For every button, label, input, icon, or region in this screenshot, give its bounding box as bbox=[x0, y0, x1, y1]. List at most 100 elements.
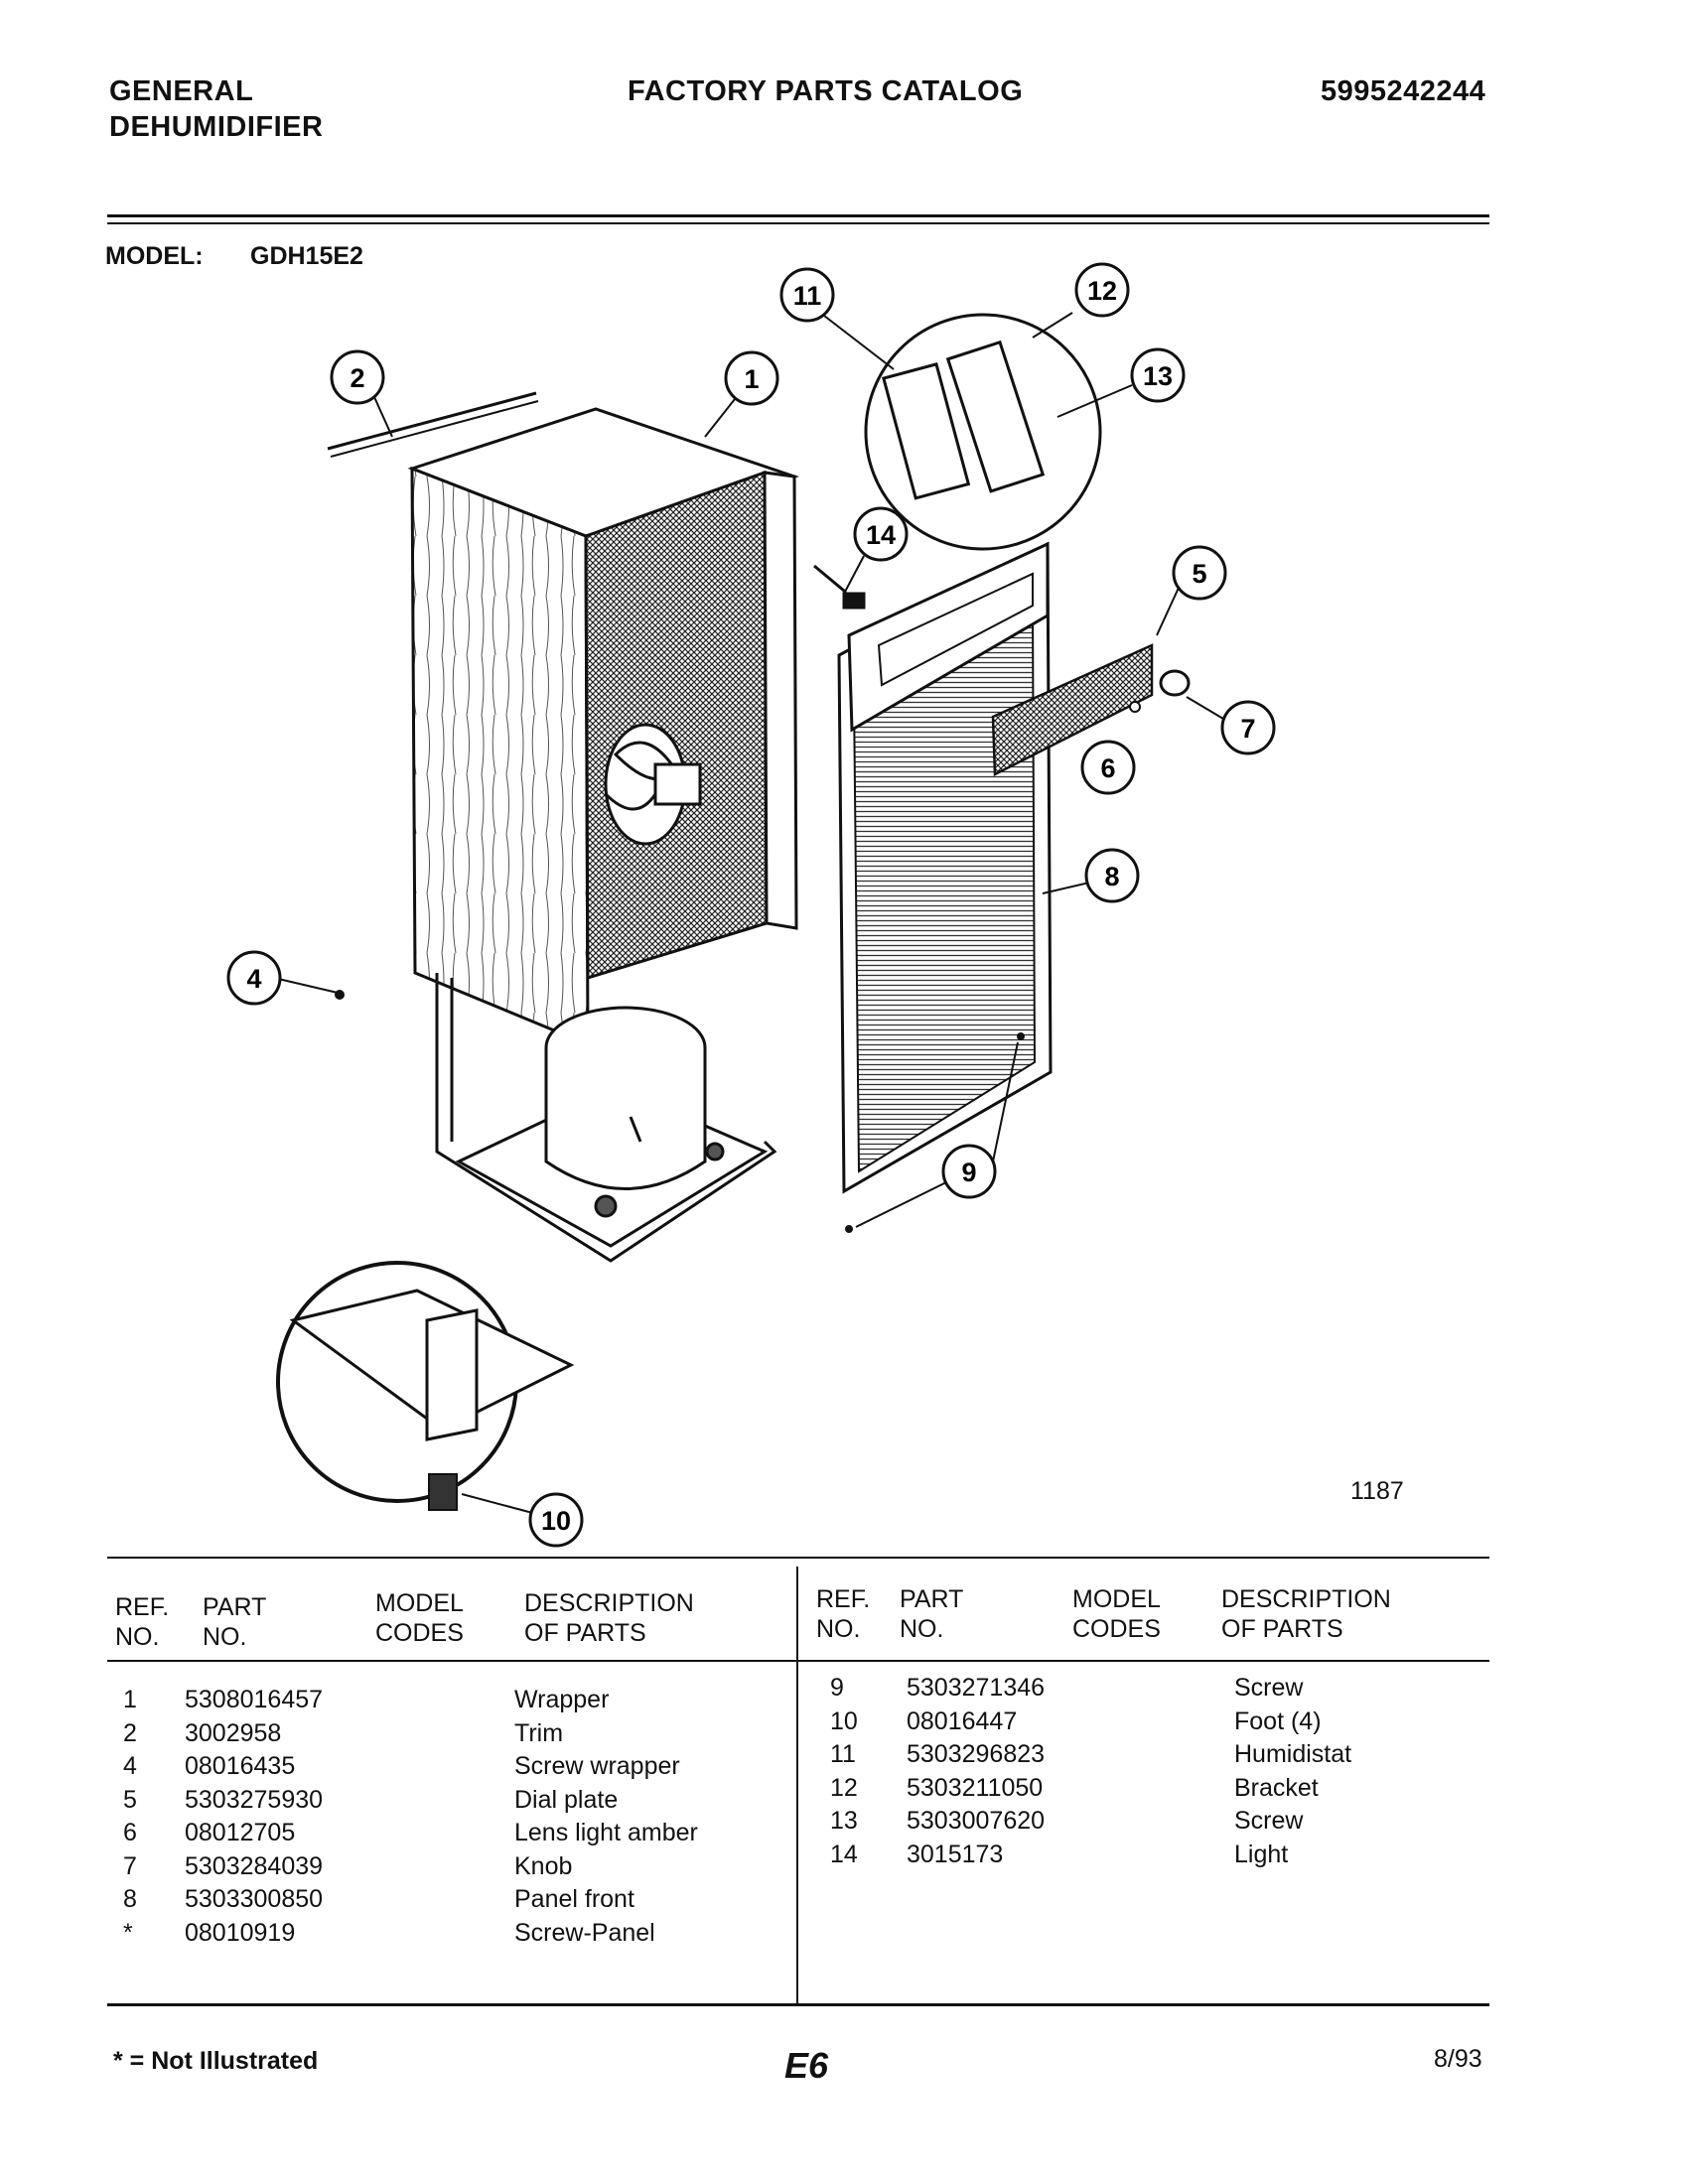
left-desc-1: Wrapper bbox=[514, 1686, 610, 1713]
left-desc-6: Knob bbox=[514, 1851, 573, 1880]
right-desc-5: Screw bbox=[1234, 1807, 1304, 1835]
callout-12: 12 bbox=[1074, 262, 1130, 318]
right-desc-2: Foot (4) bbox=[1234, 1706, 1322, 1735]
model-label: MODEL: bbox=[105, 242, 204, 270]
page-code: E6 bbox=[784, 2045, 829, 2086]
right-ref-1: 9 bbox=[830, 1674, 844, 1702]
callout-4-label: 4 bbox=[246, 964, 261, 994]
foot-detail bbox=[276, 1261, 575, 1511]
callout-11-label: 11 bbox=[793, 281, 822, 311]
callout-14: 14 bbox=[853, 506, 909, 562]
right-desc-4: Bracket bbox=[1234, 1773, 1319, 1802]
lens-light-part bbox=[1129, 701, 1141, 713]
left-ref-1: 1 bbox=[123, 1686, 137, 1713]
right-ref-2: 10 bbox=[830, 1706, 858, 1735]
right-part-1: 5303271346 bbox=[907, 1674, 1046, 1702]
catalog-title: FACTORY PARTS CATALOG bbox=[628, 75, 1024, 107]
left-desc-7: Panel front bbox=[514, 1885, 634, 1913]
left-desc-2: Trim bbox=[514, 1718, 564, 1747]
left-part-2: 3002958 bbox=[185, 1718, 282, 1747]
callout-1: 1 bbox=[724, 350, 779, 406]
right-part-5: 5303007620 bbox=[907, 1807, 1046, 1835]
callout-2: 2 bbox=[330, 349, 385, 405]
left-ref-8: * bbox=[123, 1918, 133, 1947]
callout-9-label: 9 bbox=[961, 1158, 976, 1187]
callout-10: 10 bbox=[528, 1492, 584, 1548]
trim-part bbox=[327, 391, 539, 458]
left-desc-8: Screw-Panel bbox=[514, 1918, 655, 1947]
callout-9: 9 bbox=[941, 1144, 997, 1199]
left-ref-3: 4 bbox=[123, 1752, 137, 1780]
callout-1-label: 1 bbox=[744, 364, 759, 394]
left-ref-2: 2 bbox=[123, 1718, 137, 1747]
left-ref-7: 8 bbox=[123, 1885, 137, 1913]
table-rule-top bbox=[107, 1557, 1489, 1559]
left-part-5: 08012705 bbox=[185, 1819, 296, 1846]
left-part-8: 08010919 bbox=[185, 1918, 296, 1947]
left-ref-4: 5 bbox=[123, 1785, 137, 1814]
right-part-6: 3015173 bbox=[907, 1840, 1004, 1868]
callout-13-label: 13 bbox=[1143, 361, 1173, 391]
callout-5: 5 bbox=[1172, 545, 1227, 601]
right-desc-6: Light bbox=[1234, 1840, 1289, 1868]
exploded-parts-diagram: 1 2 4 5 6 7 8 9 10 11 12 13 14 bbox=[226, 262, 1276, 1548]
left-desc-5: Lens light amber bbox=[514, 1819, 698, 1846]
header-rule-top bbox=[107, 214, 1489, 217]
callout-11: 11 bbox=[779, 267, 835, 323]
header-rule-bottom bbox=[107, 222, 1489, 224]
light-part bbox=[813, 564, 866, 610]
callout-7-label: 7 bbox=[1240, 714, 1255, 744]
callout-10-label: 10 bbox=[541, 1506, 571, 1536]
left-ref-6: 7 bbox=[123, 1851, 137, 1880]
left-desc-3: Screw wrapper bbox=[514, 1752, 680, 1780]
figure-number: 1187 bbox=[1350, 1477, 1404, 1505]
callout-6: 6 bbox=[1080, 740, 1136, 795]
left-part-4: 5303275930 bbox=[185, 1785, 324, 1814]
callout-4: 4 bbox=[226, 950, 282, 1006]
right-part-3: 5303296823 bbox=[907, 1740, 1046, 1768]
callout-8: 8 bbox=[1084, 848, 1140, 903]
callout-6-label: 6 bbox=[1100, 753, 1115, 783]
table-header-rule bbox=[107, 1660, 1489, 1662]
right-ref-6: 14 bbox=[830, 1840, 858, 1868]
left-part-6: 5303284039 bbox=[185, 1851, 324, 1880]
left-ref-5: 6 bbox=[123, 1819, 137, 1846]
callout-7: 7 bbox=[1220, 700, 1276, 755]
dial-plate bbox=[991, 643, 1154, 776]
table-rule-bottom bbox=[107, 2003, 1489, 2006]
callout-5-label: 5 bbox=[1192, 559, 1206, 589]
catalog-number: 5995242244 bbox=[1321, 75, 1486, 107]
callout-12-label: 12 bbox=[1087, 276, 1117, 306]
right-ref-4: 12 bbox=[830, 1773, 858, 1802]
callout-13: 13 bbox=[1130, 347, 1186, 403]
callout-14-label: 14 bbox=[866, 520, 896, 550]
front-panel bbox=[837, 541, 1053, 1194]
callout-8-label: 8 bbox=[1104, 862, 1119, 891]
humidistat-detail bbox=[864, 313, 1102, 551]
right-ref-3: 11 bbox=[830, 1740, 856, 1768]
wrapper-cabinet bbox=[407, 407, 800, 1263]
leader-lines bbox=[273, 312, 1224, 1515]
right-desc-3: Humidistat bbox=[1234, 1740, 1352, 1768]
header-ref-right: REF.NO. bbox=[816, 1585, 871, 1643]
revision-date: 8/93 bbox=[1434, 2045, 1482, 2073]
knob-part bbox=[1159, 669, 1191, 697]
header-ref: REF.NO. bbox=[115, 1593, 170, 1651]
left-desc-4: Dial plate bbox=[514, 1785, 619, 1814]
right-ref-5: 13 bbox=[830, 1807, 858, 1835]
not-illustrated-note: * = Not Illustrated bbox=[113, 2047, 319, 2075]
right-part-2: 08016447 bbox=[907, 1706, 1018, 1735]
left-part-3: 08016435 bbox=[185, 1752, 296, 1780]
right-desc-1: Screw bbox=[1234, 1674, 1304, 1702]
left-part-1: 5308016457 bbox=[185, 1686, 324, 1713]
brand-line-1: GENERAL bbox=[109, 75, 254, 107]
table-column-divider bbox=[796, 1567, 798, 2003]
callout-2-label: 2 bbox=[350, 363, 364, 393]
right-part-4: 5303211050 bbox=[907, 1773, 1044, 1802]
